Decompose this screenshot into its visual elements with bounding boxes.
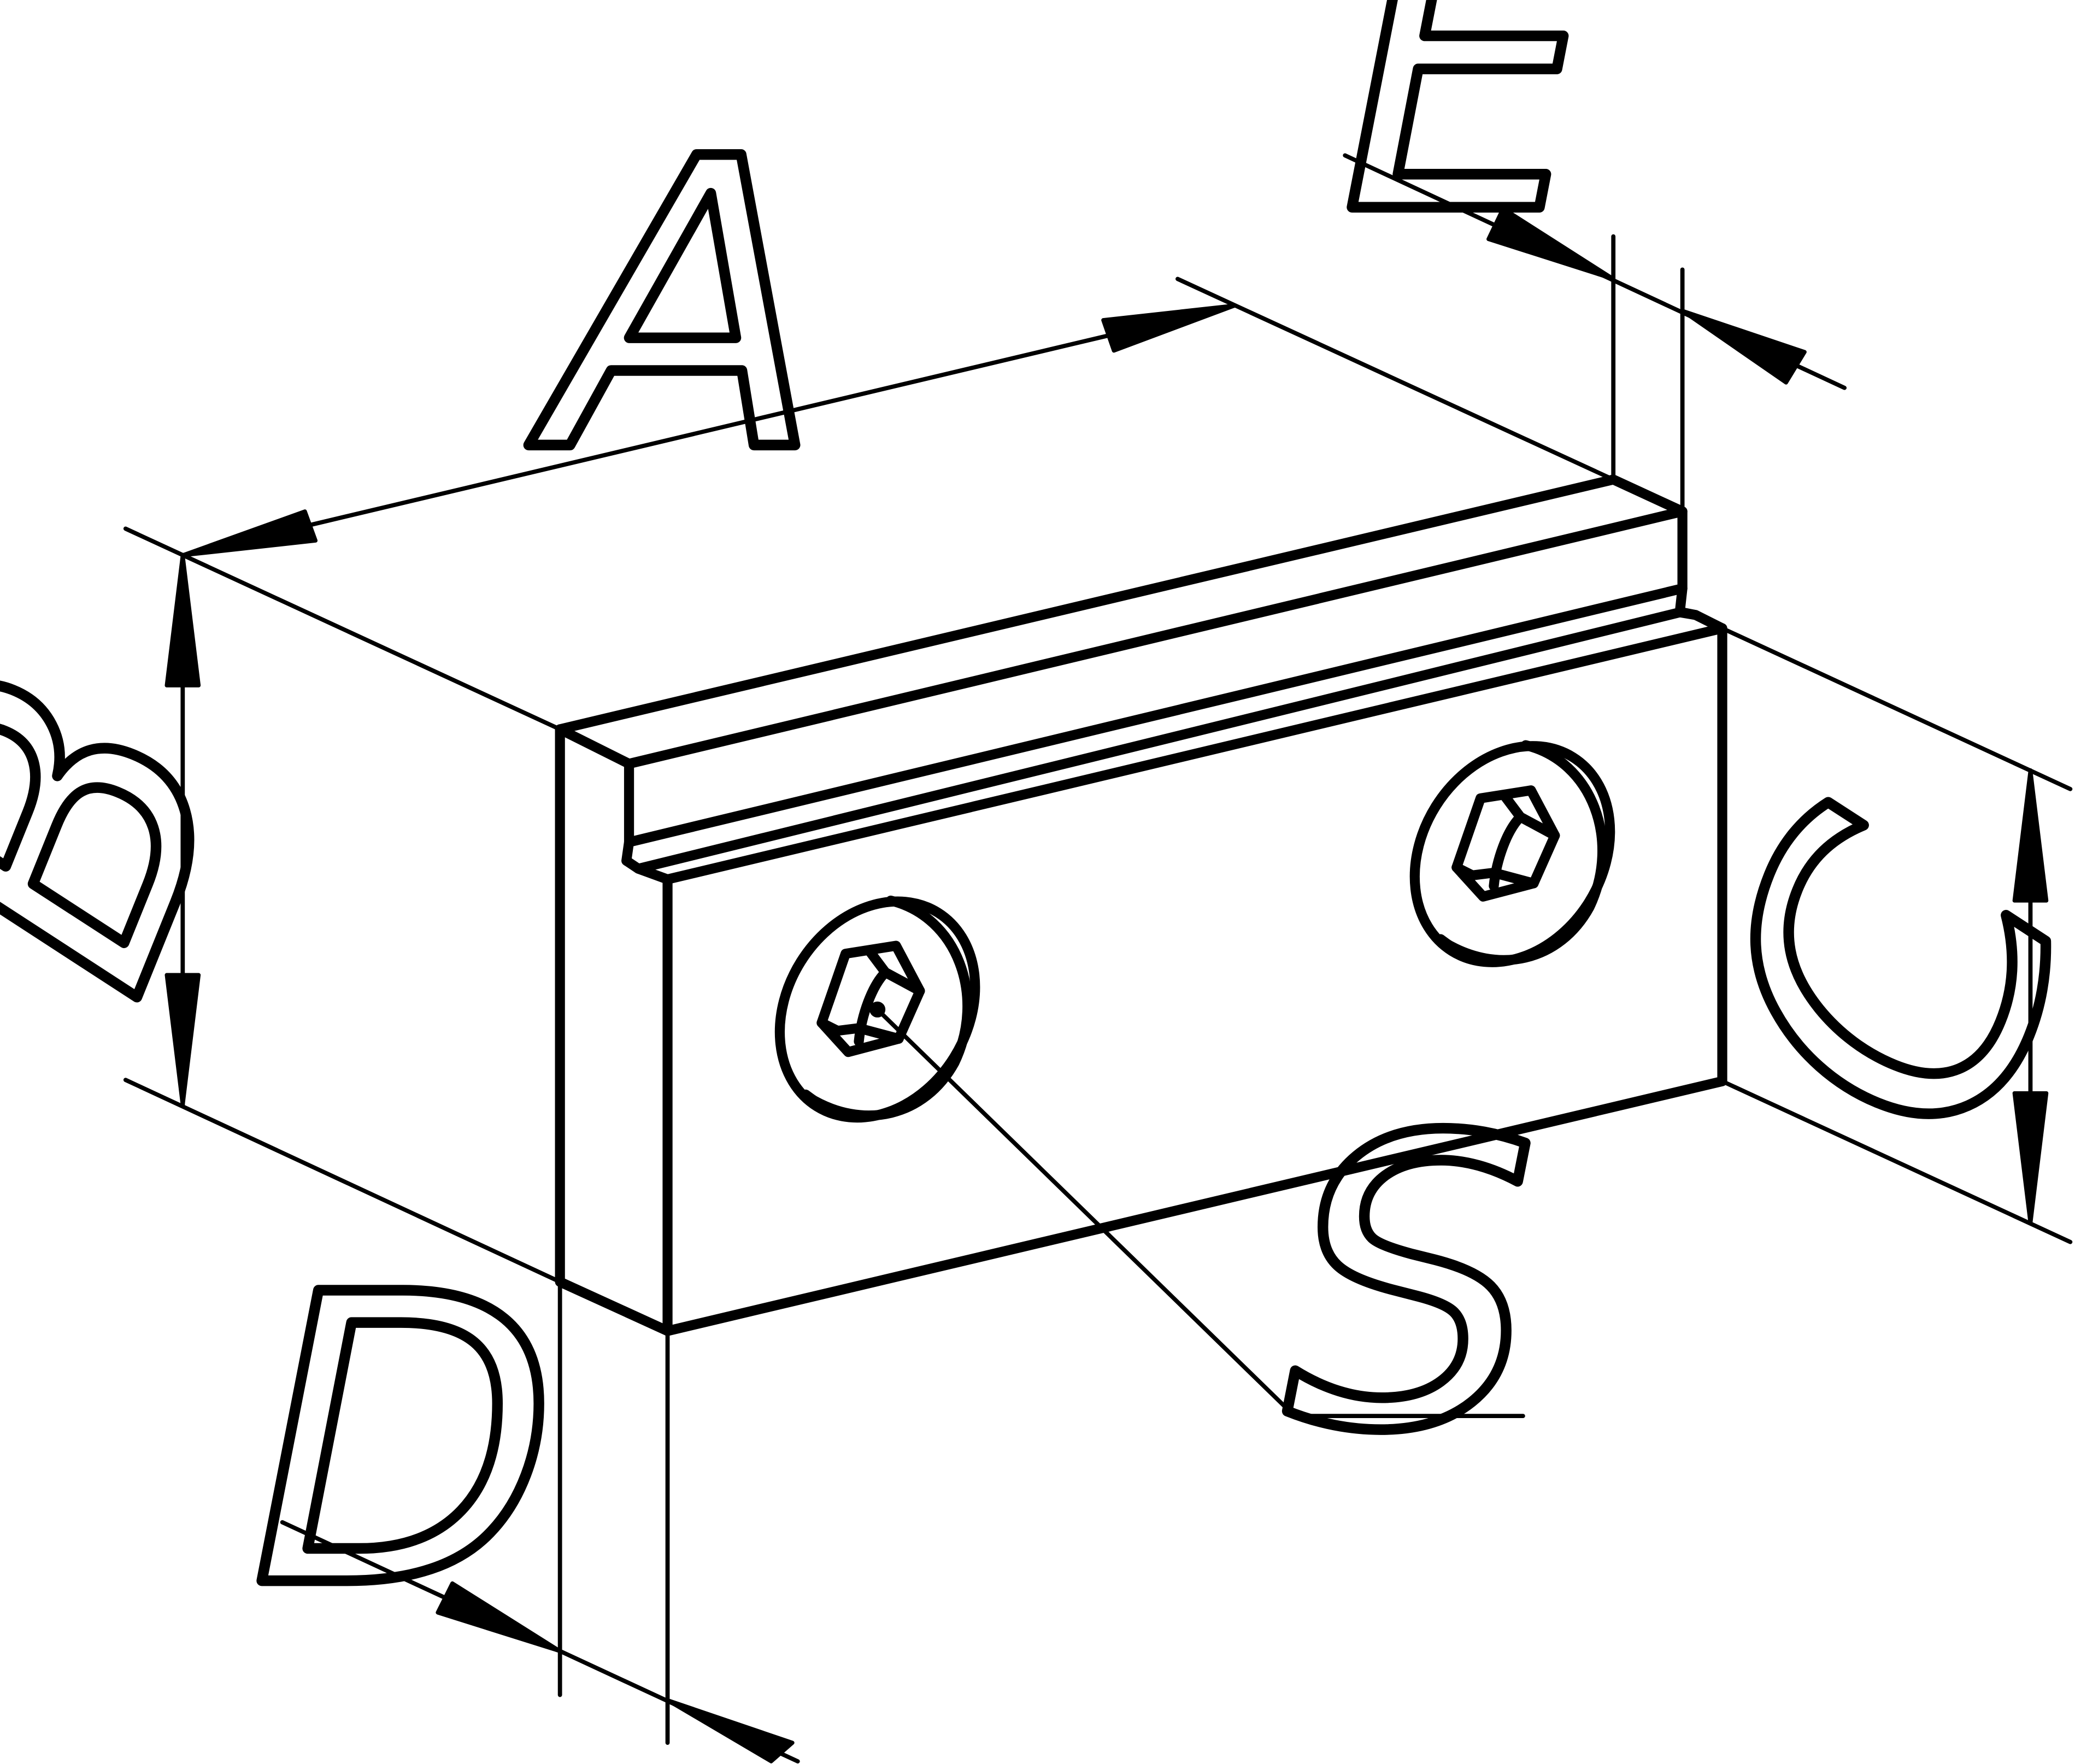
step-front-riser (624, 506, 1688, 848)
front-face (662, 623, 1727, 1336)
dimension-e: E (1336, 0, 1847, 514)
dimension-c: C (1625, 626, 2075, 1244)
dimension-d-label: D (251, 1211, 559, 1675)
block-body (555, 474, 1727, 1336)
left-end-face (555, 724, 673, 1336)
dimension-a: A (123, 70, 1616, 732)
socket-head-screw-icon (1409, 740, 1615, 967)
ledge-corner (1674, 607, 1701, 620)
leader-s-label: S (1285, 1054, 1538, 1518)
dimension-b: B (0, 553, 562, 1284)
dimension-a-label: A (525, 75, 822, 539)
dimension-b-label: B (0, 615, 322, 1042)
dimension-e-label: E (1341, 0, 1596, 301)
leader-s: S (875, 1007, 1543, 1524)
dimension-c-label: C (1630, 761, 2075, 1195)
dimension-d: D (246, 1206, 800, 1764)
